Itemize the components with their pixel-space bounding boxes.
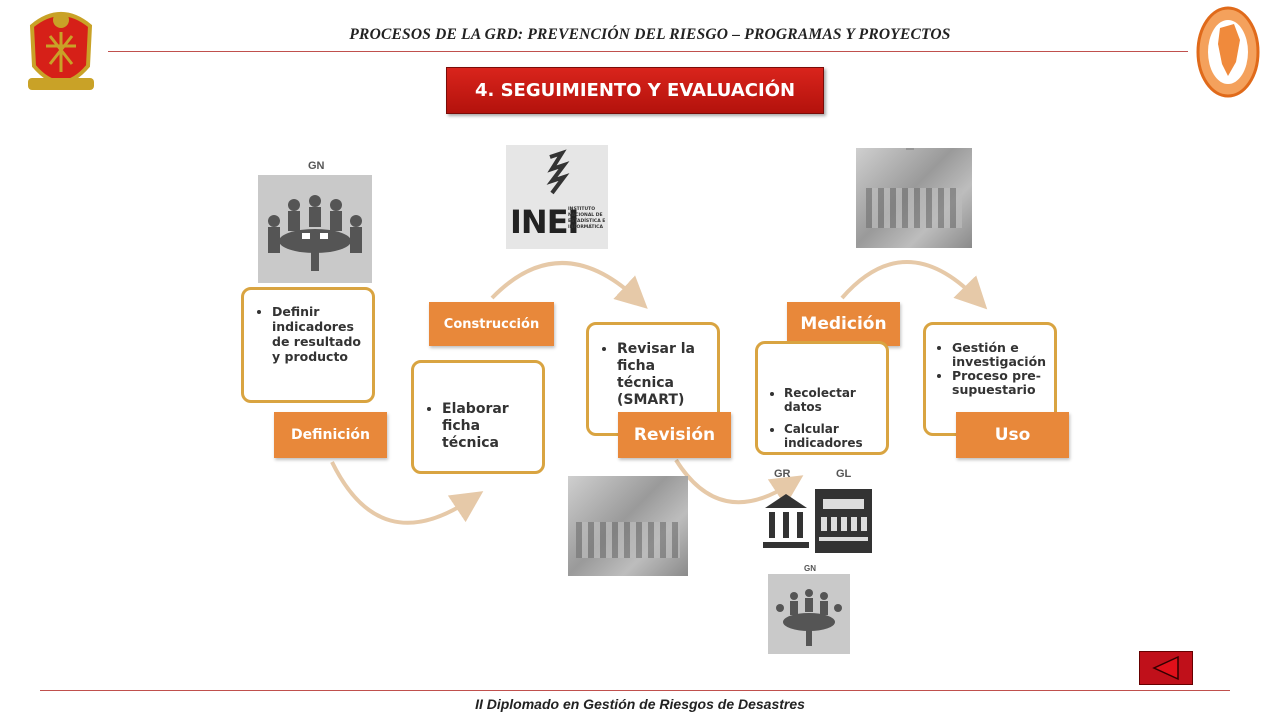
definicion-tag: Definición [274, 412, 387, 458]
gn-label-bottom: GN [804, 564, 816, 573]
medicion-item: Recolectar datos [784, 386, 880, 414]
construccion-tag: Construcción [429, 302, 554, 346]
uso-item: Proceso pre-supuestario [952, 369, 1048, 397]
ministry-building-image-bottom [568, 476, 688, 576]
inei-subtext: INSTITUTO NACIONAL DE ESTADÍSTICA E INFO… [568, 207, 606, 230]
definicion-item: Definir indicadores de resultado y produ… [272, 304, 364, 364]
gn-label-top: GN [308, 160, 325, 172]
footer-text: II Diplomado en Gestión de Riesgos de De… [475, 696, 805, 712]
left-logo [22, 6, 100, 100]
medicion-tag: Medición [787, 302, 900, 346]
back-arrow-icon [1152, 655, 1179, 681]
ministry-building-image-top [856, 148, 972, 248]
medicion-content-box: Recolectar datos Calcular indicadores [755, 341, 889, 455]
page-title: PROCESOS DE LA GRD: PREVENCIÓN DEL RIESG… [349, 26, 951, 43]
uso-item: Gestión e investigación [952, 341, 1048, 369]
revision-tag: Revisión [618, 412, 731, 458]
gr-label: GR [774, 468, 791, 480]
arrow-revision-to-medicion [674, 458, 804, 507]
crest-emblem-icon [28, 12, 94, 90]
arrow-construccion-to-revision [490, 261, 648, 309]
arrow-definicion-to-construccion [330, 461, 484, 525]
definicion-content-box: Definir indicadores de resultado y produ… [241, 287, 375, 403]
local-government-building-image [815, 489, 872, 553]
meeting-table-image-bottom [768, 574, 850, 654]
gl-label: GL [836, 468, 852, 480]
regional-government-icon [761, 488, 811, 552]
construccion-content-box: Elaborar ficha técnica [411, 360, 545, 474]
inei-wordmark: INEI [510, 203, 579, 241]
right-logo [1194, 4, 1262, 100]
header-divider [108, 51, 1188, 52]
construccion-item: Elaborar ficha técnica [442, 401, 534, 452]
meeting-table-image-top [258, 175, 372, 283]
back-button[interactable] [1139, 651, 1193, 685]
uso-tag: Uso [956, 412, 1069, 458]
footer-divider [40, 690, 1230, 691]
section-title-banner: 4. SEGUIMIENTO Y EVALUACIÓN [446, 67, 824, 114]
medicion-item: Calcular indicadores [784, 422, 880, 450]
peru-civil-defense-seal-icon [1196, 6, 1260, 98]
revision-item: Revisar la ficha técnica (SMART) [617, 341, 709, 409]
inei-logo-image: INEI INSTITUTO NACIONAL DE ESTADÍSTICA E… [506, 145, 608, 249]
arrow-medicion-to-uso [840, 260, 988, 310]
